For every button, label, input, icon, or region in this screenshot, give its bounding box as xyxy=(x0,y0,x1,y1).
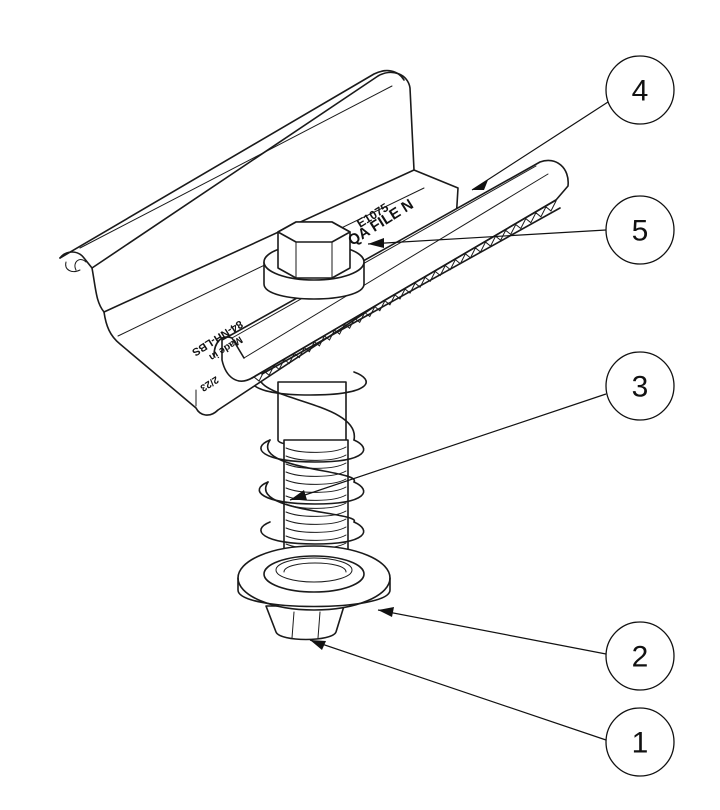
thread-line xyxy=(285,462,347,469)
callout-5: 5 xyxy=(605,195,675,265)
callout-number: 3 xyxy=(632,371,649,404)
thread-line xyxy=(285,486,347,493)
leader-4 xyxy=(471,101,609,191)
hex-bolt-head xyxy=(263,221,365,300)
thread-line xyxy=(285,518,347,525)
arrowhead-5 xyxy=(368,238,384,248)
thread-line xyxy=(285,470,347,477)
thread-line xyxy=(285,446,347,453)
arrowhead-3 xyxy=(290,490,307,500)
callout-bubble xyxy=(605,707,675,777)
thread-line xyxy=(285,454,347,461)
arrowhead-2 xyxy=(378,607,394,617)
callout-number: 5 xyxy=(632,215,649,248)
thread-line xyxy=(285,510,347,517)
callout-bubble xyxy=(605,195,675,265)
callout-3: 3 xyxy=(605,351,675,421)
callout-bubble xyxy=(605,621,675,691)
thread-line xyxy=(285,478,347,485)
callout-4: 4 xyxy=(605,55,675,125)
leader-2 xyxy=(377,609,607,655)
thread-line xyxy=(285,534,347,541)
leader-1 xyxy=(309,639,607,741)
callout-number: 1 xyxy=(632,727,649,760)
leader-lines xyxy=(289,101,609,741)
arrowhead-1 xyxy=(310,640,326,650)
callout-1: 1 xyxy=(605,707,675,777)
callout-bubble xyxy=(605,351,675,421)
callout-bubble xyxy=(605,55,675,125)
thread-line xyxy=(285,494,347,501)
washer-and-nut xyxy=(237,545,391,641)
callout-number: 4 xyxy=(632,75,649,108)
leader-3 xyxy=(289,393,607,501)
callout-number: 2 xyxy=(632,641,649,674)
leader-5 xyxy=(367,229,607,245)
callout-2: 2 xyxy=(605,621,675,691)
arrowhead-4 xyxy=(472,180,488,190)
thread-line xyxy=(285,526,347,533)
